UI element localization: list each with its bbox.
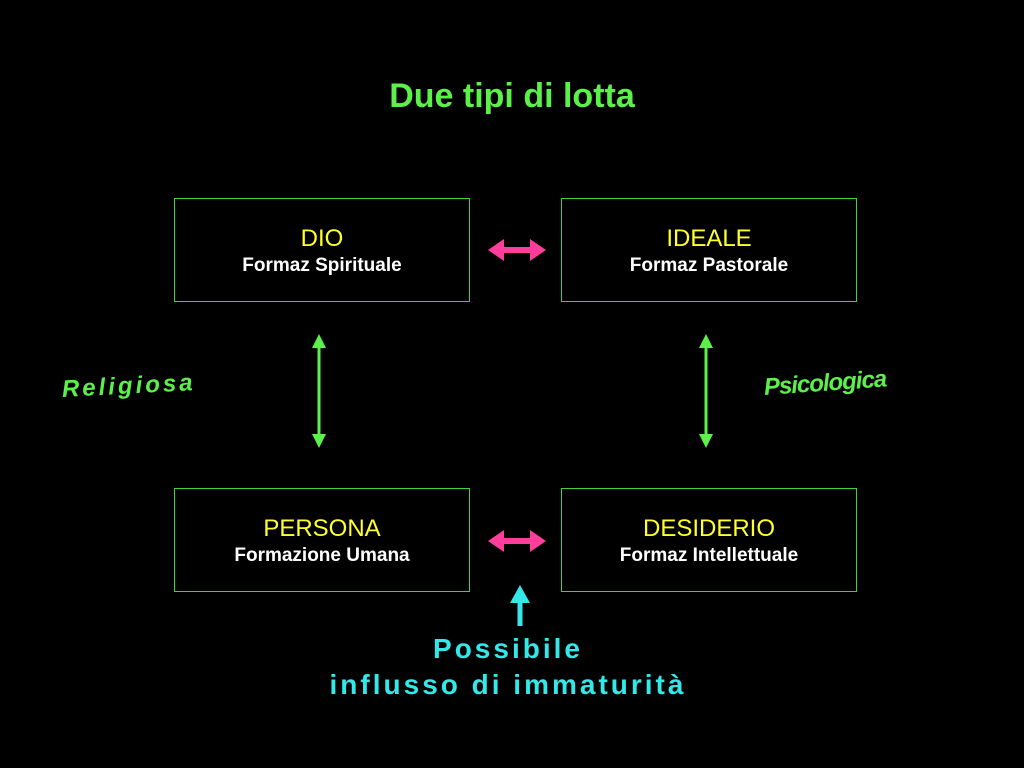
box-persona-head: PERSONA [263, 515, 381, 542]
box-persona: PERSONA Formazione Umana [174, 488, 470, 592]
note-line-2: influsso di immaturità [329, 669, 687, 700]
box-desiderio-sub: Formaz Intellettuale [619, 545, 799, 566]
box-dio-head: DIO [300, 225, 344, 252]
top-double-arrow-icon [488, 239, 546, 261]
box-persona-sub: Formazione Umana [234, 545, 410, 566]
bottom-double-arrow-icon [488, 530, 546, 552]
box-ideale-head: IDEALE [666, 225, 752, 252]
left-vertical-arrow-icon [312, 334, 326, 448]
right-vertical-arrow-icon [699, 334, 713, 448]
box-ideale-sub: Formaz Pastorale [629, 255, 789, 276]
box-desiderio-head: DESIDERIO [642, 515, 776, 542]
box-ideale: IDEALE Formaz Pastorale [561, 198, 857, 302]
cyan-up-arrow-icon [510, 585, 530, 626]
box-desiderio: DESIDERIO Formaz Intellettuale [561, 488, 857, 592]
box-dio: DIO Formaz Spirituale [174, 198, 470, 302]
box-dio-sub: Formaz Spirituale [242, 255, 402, 276]
slide-title: Due tipi di lotta [389, 77, 635, 115]
note-line-1: Possibile [433, 633, 583, 664]
